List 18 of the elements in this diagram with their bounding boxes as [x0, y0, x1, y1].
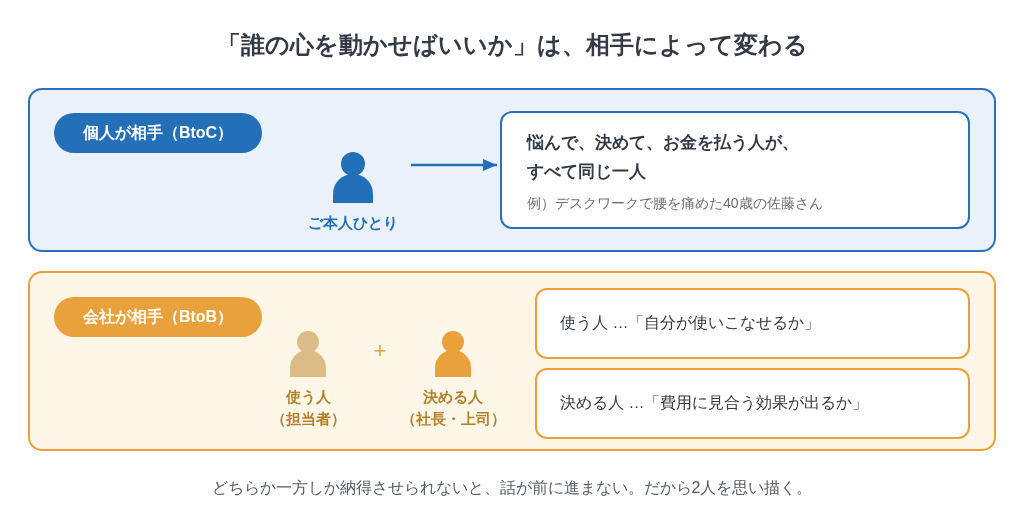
role-note: （社長・上司）: [400, 409, 506, 429]
person-caption: 使う人: [285, 387, 331, 407]
category-tag: 個人が相手（BtoC）: [54, 113, 262, 153]
person-caption: 決める人: [423, 387, 483, 407]
caption: どちらか一方しか納得させられないと、話が前に進まない。だから2人を思い描く。: [211, 478, 813, 498]
title: 「誰の心を動かせばいいか」は、相手によって変わる: [216, 30, 808, 60]
person-caption: ご本人ひとり: [308, 213, 398, 233]
text-box: [500, 111, 970, 229]
panel: [28, 88, 996, 252]
text-box: 使う人 …「自分が使いこなせるか」: [535, 288, 970, 359]
statement-text: 悩んで、決めて、お金を払う人が、すべて同じ一人: [527, 132, 800, 183]
arrow: [411, 159, 497, 171]
plus-sign: +: [373, 340, 387, 362]
text-box: 決める人 …「費用に見合う効果が出るか」: [535, 368, 970, 439]
role-note: （担当者）: [270, 409, 346, 429]
panel: [28, 271, 996, 451]
example-text: 例）デスクワークで腰を痛めた40歳の佐藤さん: [527, 194, 823, 213]
category-tag: 会社が相手（BtoB）: [54, 297, 262, 337]
